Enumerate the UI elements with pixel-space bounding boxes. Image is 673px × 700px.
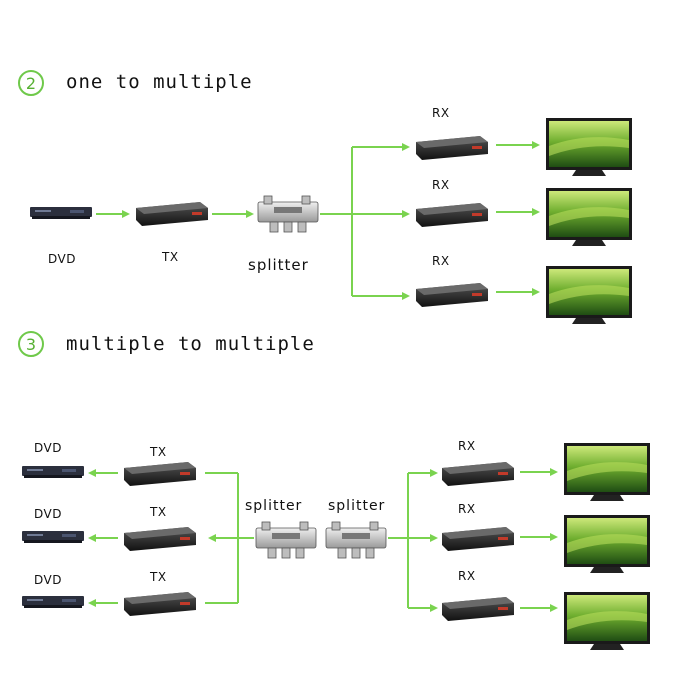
rx-extender-icon [442,527,514,551]
dvd-player-icon [30,207,92,219]
splitter-icon [255,521,317,559]
dvd-player-icon [22,531,84,543]
rx-extender-icon [442,597,514,621]
tv-screen-icon [564,443,650,501]
rx-label: RX [432,106,450,120]
splitter-icon [257,195,319,233]
tx-label: TX [150,445,167,459]
dvd-player-icon [22,466,84,478]
splitter-label: splitter [245,498,303,514]
rx-label: RX [458,569,476,583]
tv-screen-icon [564,515,650,573]
section-3-badge: 3 [18,331,44,357]
section-3-title: multiple to multiple [66,333,315,355]
section-2-badge: 2 [18,70,44,96]
rx-label: RX [458,439,476,453]
rx-label: RX [458,502,476,516]
tv-screen-icon [546,266,632,324]
dvd-player-icon [22,596,84,608]
section3-diagram [22,443,650,650]
tx-extender-icon [124,462,196,486]
splitter-label: splitter [328,498,386,514]
dvd-label: DVD [34,507,62,521]
tx-extender-icon [124,592,196,616]
dvd-label: DVD [34,573,62,587]
rx-extender-icon [416,203,488,227]
dvd-label: DVD [48,252,76,266]
rx-extender-icon [442,462,514,486]
rx-label: RX [432,254,450,268]
tv-screen-icon [564,592,650,650]
tx-label: TX [150,505,167,519]
dvd-label: DVD [34,441,62,455]
rx-extender-icon [416,283,488,307]
tx-extender-icon [124,527,196,551]
tx-extender-icon [136,202,208,226]
tx-label: TX [162,250,179,264]
tx-label: TX [150,570,167,584]
section2-diagram [30,118,632,324]
rx-label: RX [432,178,450,192]
section-2-title: one to multiple [66,71,253,93]
splitter-label: splitter [248,256,309,274]
splitter-icon [325,521,387,559]
tv-screen-icon [546,118,632,176]
tv-screen-icon [546,188,632,246]
rx-extender-icon [416,136,488,160]
